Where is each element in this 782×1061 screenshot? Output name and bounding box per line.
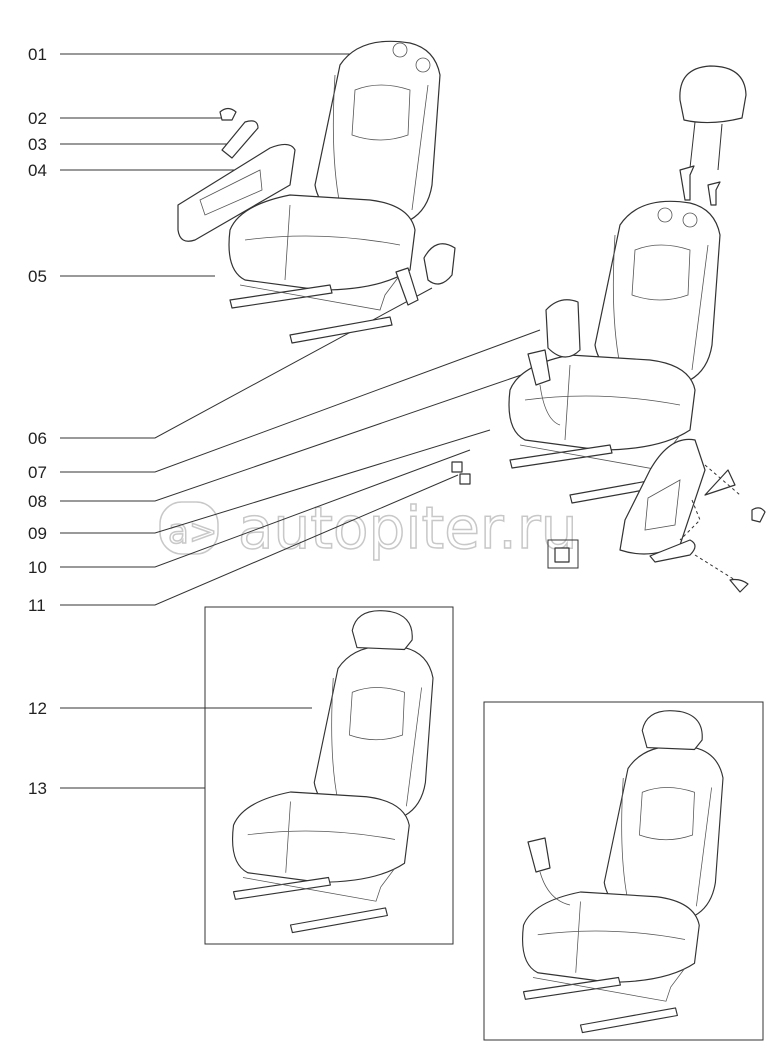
buckle-right-box xyxy=(527,837,571,906)
callout-13: 13 xyxy=(28,779,47,798)
headrest xyxy=(679,65,747,206)
seat-assembly-right xyxy=(508,200,721,504)
part-10-clip xyxy=(451,461,471,485)
watermark: a> autopiter.ru xyxy=(159,493,578,563)
svg-text:a>: a> xyxy=(168,512,217,552)
callout-05: 05 xyxy=(28,267,47,286)
complete-seat-left xyxy=(231,610,434,934)
seat-assembly-left xyxy=(228,40,441,344)
part-02-cap xyxy=(219,107,237,121)
callout-01: 01 xyxy=(28,45,47,64)
callout-12: 12 xyxy=(28,699,47,718)
complete-seat-right xyxy=(521,710,724,1034)
callout-10: 10 xyxy=(28,558,47,577)
callout-08: 08 xyxy=(28,492,47,511)
callout-06: 06 xyxy=(28,429,47,448)
assembly-box-right xyxy=(483,701,764,1041)
callout-02: 02 xyxy=(28,109,47,128)
buckle-left xyxy=(395,267,419,306)
leader-lines xyxy=(60,53,541,789)
part-08-buckle xyxy=(527,349,561,426)
watermark-text: autopiter.ru xyxy=(238,494,577,562)
part-07-side-cover xyxy=(545,299,581,358)
part-04-side-shield xyxy=(177,143,296,242)
callout-03: 03 xyxy=(28,135,47,154)
side-shield-right xyxy=(619,438,766,593)
callout-07: 07 xyxy=(28,463,47,482)
assembly-box-12-13 xyxy=(204,606,454,945)
part-06-cover xyxy=(423,243,456,285)
part-03-trim xyxy=(221,120,259,159)
callout-11: 11 xyxy=(28,596,46,615)
callout-09: 09 xyxy=(28,524,47,543)
callout-labels: 01 02 03 04 05 06 07 08 09 10 11 12 13 xyxy=(28,45,47,798)
part-11-connector xyxy=(547,539,579,569)
callout-04: 04 xyxy=(28,161,47,180)
